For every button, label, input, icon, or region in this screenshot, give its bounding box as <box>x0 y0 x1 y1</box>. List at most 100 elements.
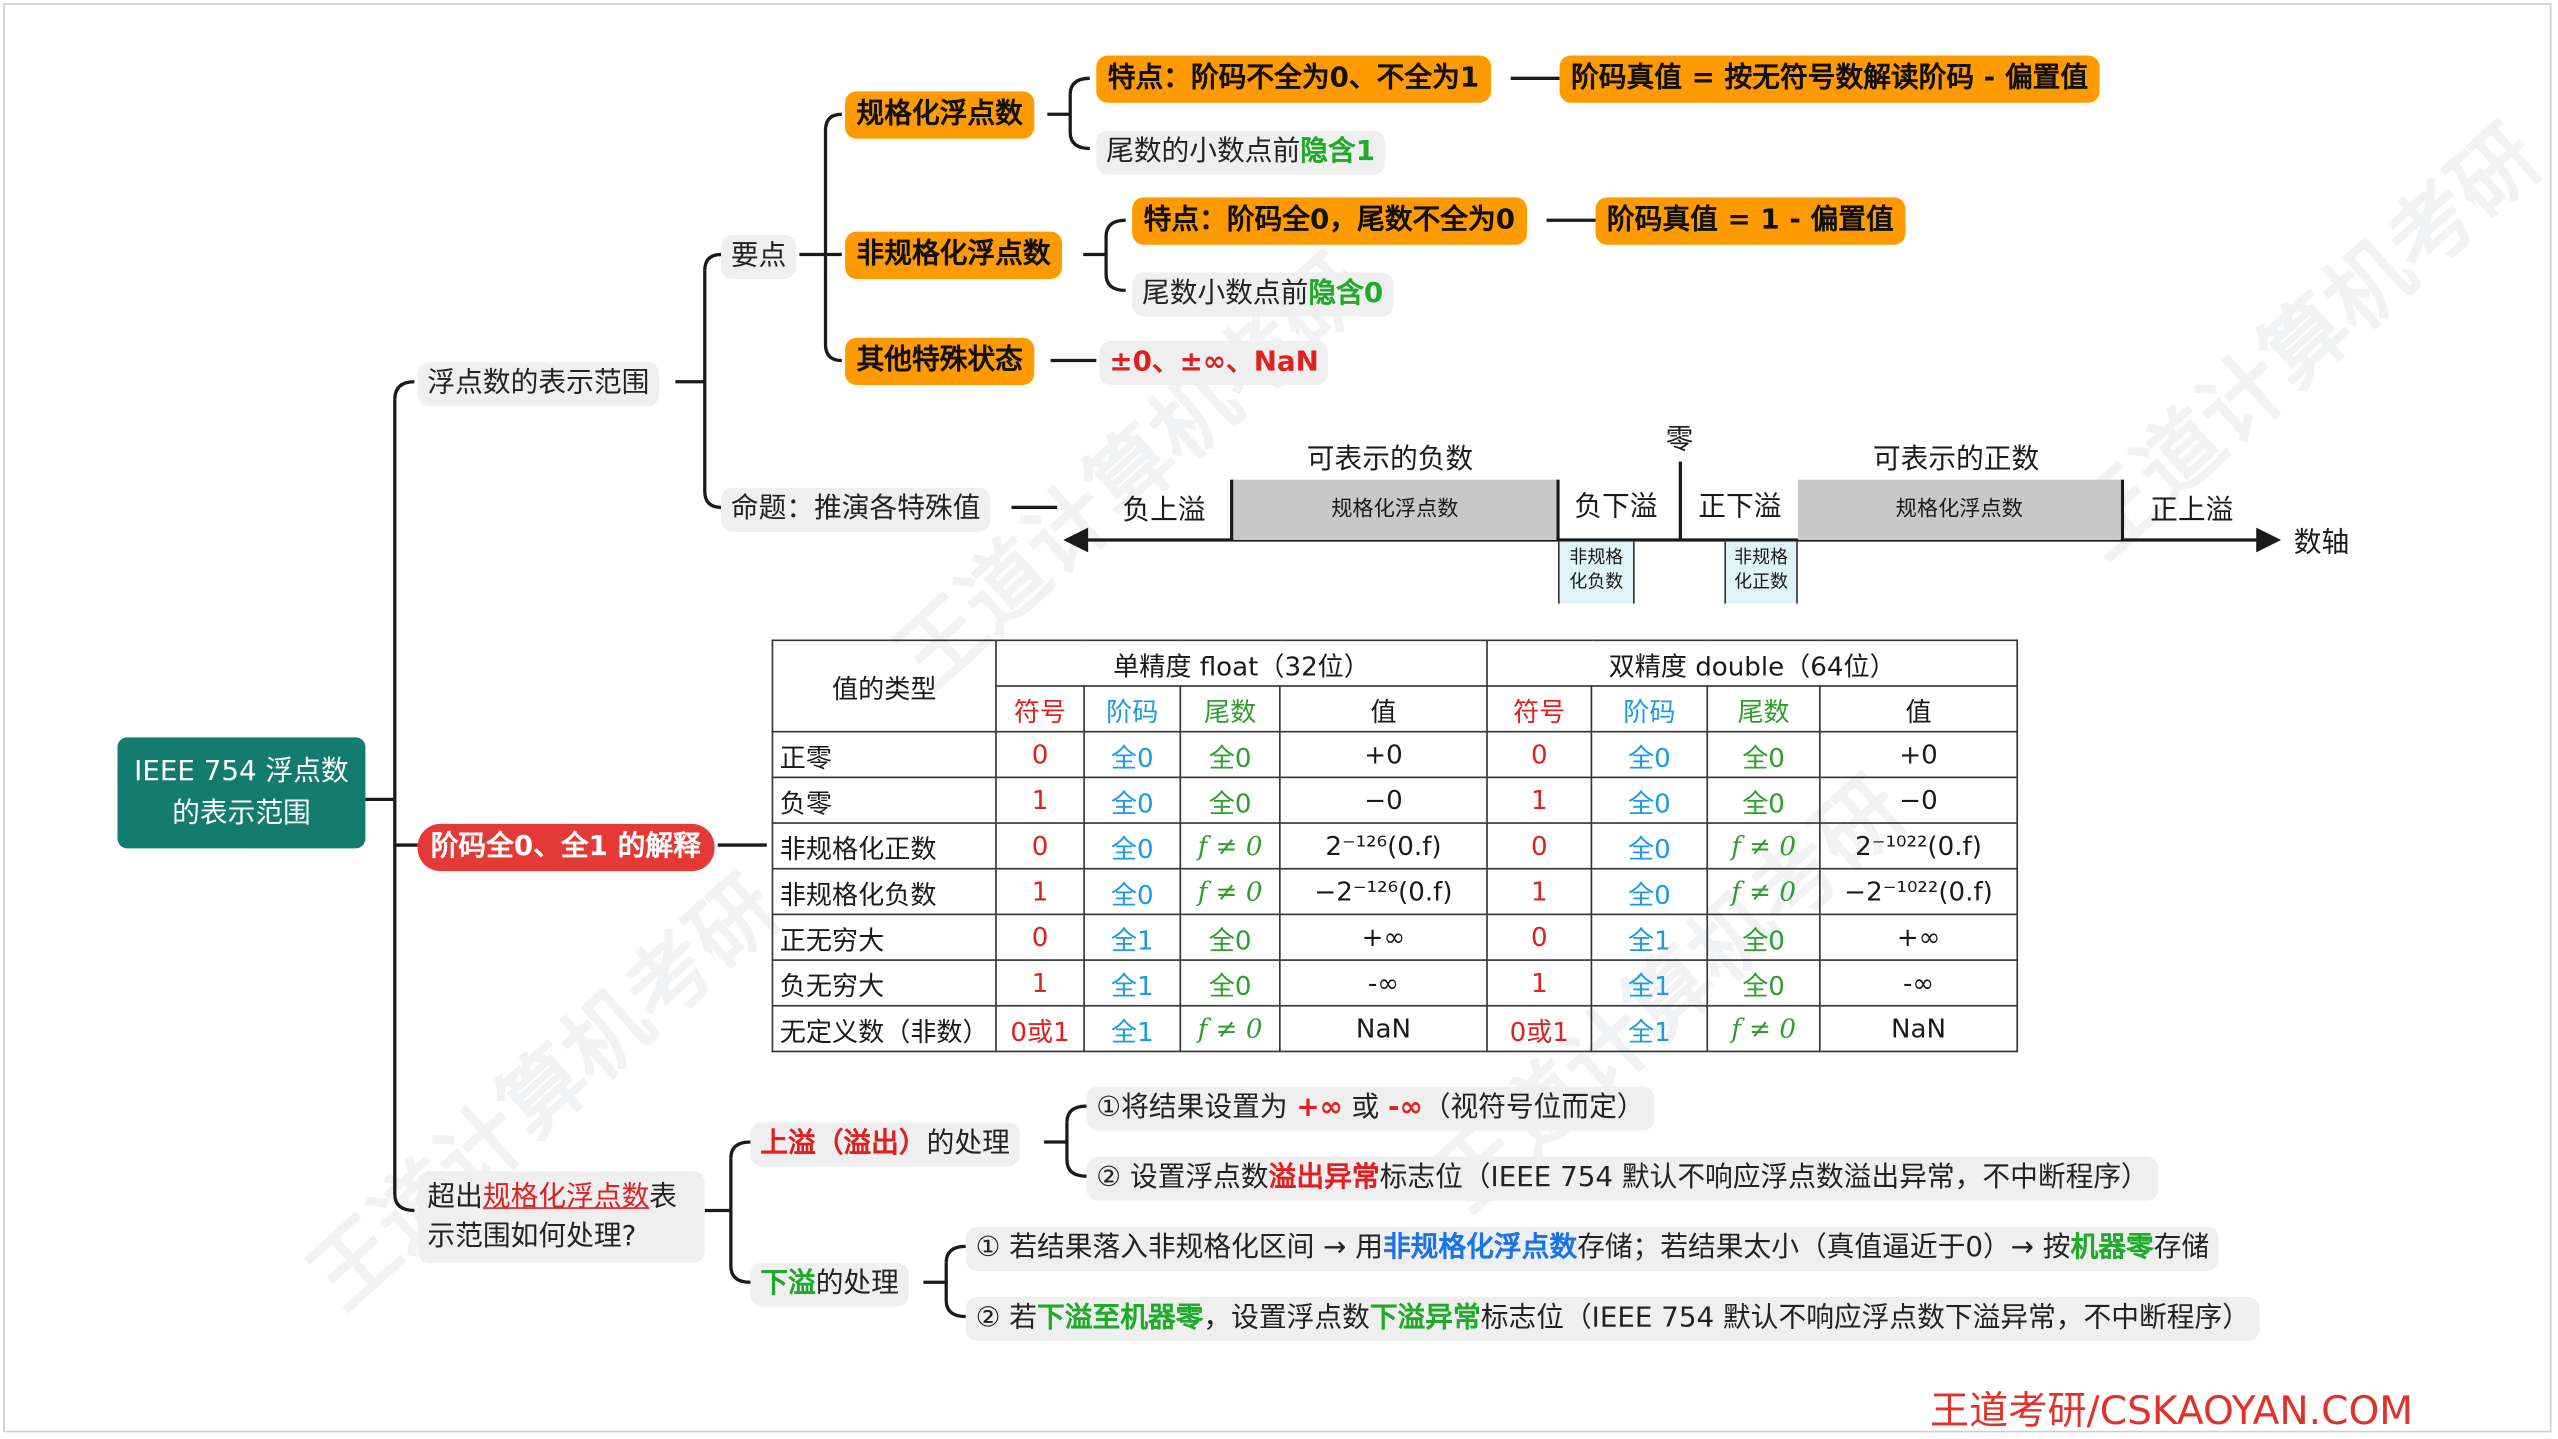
row-frac: 全0 <box>1179 730 1281 779</box>
row-double-value: 2⁻¹⁰²²(0.f) <box>1819 822 2019 870</box>
row-exp: 全0 <box>1590 822 1709 870</box>
upper-item2-highlight: 溢出异常 <box>1268 1161 1380 1195</box>
lower-item1-d: 机器零 <box>2070 1231 2154 1265</box>
axis-negative-representable-label: 可表示的负数 <box>1306 443 1474 477</box>
row-frac: 全0 <box>1706 959 1821 1007</box>
row-type: 正无穷大 <box>771 913 997 961</box>
root-line2: 的表示范围 <box>172 797 311 831</box>
proposition-node[interactable]: 命题：推演各特殊值 <box>721 487 991 532</box>
lower-item2-b: 下溢至机器零 <box>1037 1301 1204 1335</box>
row-type: 负无穷大 <box>771 959 997 1007</box>
axis-positive-normal-segment: 规格化浮点数 <box>1797 479 2121 540</box>
root-node[interactable]: IEEE 754 浮点数 的表示范围 <box>117 737 366 849</box>
header-type: 值的类型 <box>771 639 997 733</box>
normal-feature-node[interactable]: 特点：阶码不全为0、不全为1 <box>1096 55 1491 103</box>
row-exp: 全1 <box>1590 1004 1709 1053</box>
denormal-mantissa-text: 尾数小数点前 <box>1141 277 1309 310</box>
row-exp: 全1 <box>1590 913 1709 961</box>
normal-exp-value-node[interactable]: 阶码真值 = 按无符号数解读阶码 - 偏置值 <box>1559 55 2100 103</box>
row-double-value: -∞ <box>1819 959 2019 1007</box>
branch-range-node[interactable]: 浮点数的表示范围 <box>417 362 660 407</box>
upper-item2-node[interactable]: ② 设置浮点数溢出异常标志位（IEEE 754 默认不响应浮点数溢出异常，不中断… <box>1086 1156 2159 1201</box>
denormal-exp-value-node[interactable]: 阶码真值 = 1 - 偏置值 <box>1595 197 1906 245</box>
row-double-value: −2⁻¹⁰²²(0.f) <box>1819 867 2019 916</box>
row-float-value: −0 <box>1279 776 1488 824</box>
row-frac: 全0 <box>1179 913 1281 961</box>
lower-item1-b: 非规格化浮点数 <box>1382 1231 1578 1265</box>
row-float-value: 2⁻¹²⁶(0.f) <box>1279 822 1488 870</box>
row-float-value: NaN <box>1279 1004 1488 1053</box>
denormal-float-node[interactable]: 非规格化浮点数 <box>845 231 1063 279</box>
special-values-node[interactable]: ±0、±∞、NaN <box>1099 340 1329 386</box>
axis-negative-underflow-label: 负下溢 <box>1574 491 1658 524</box>
normal-mantissa-highlight: 隐含1 <box>1300 135 1376 169</box>
row-sign: 0 <box>995 913 1085 961</box>
keypoints-node[interactable]: 要点 <box>721 234 797 279</box>
lower-item1-a: ① 若结果落入非规格化区间 → 用 <box>975 1231 1383 1265</box>
upper-item1-pre: ①将结果设置为 <box>1096 1091 1297 1125</box>
row-frac: 全0 <box>1179 776 1281 824</box>
row-frac: f ≠ 0 <box>1179 1004 1281 1053</box>
lower-item1-node[interactable]: ① 若结果落入非规格化区间 → 用非规格化浮点数存储；若结果太小（真值逼近于0）… <box>965 1226 2219 1271</box>
special-state-node[interactable]: 其他特殊状态 <box>845 337 1035 386</box>
lower-item2-a: ② 若 <box>975 1301 1038 1335</box>
lower-item2-e: 标志位（IEEE 754 默认不响应浮点数下溢异常，不中断程序） <box>1480 1301 2250 1335</box>
row-sign: 1 <box>1486 867 1593 916</box>
row-exp: 全1 <box>1590 959 1709 1007</box>
overflow-label-line2: 示范围如何处理? <box>427 1220 637 1253</box>
row-sign: 0 <box>995 730 1085 779</box>
lower-underflow-highlight: 下溢 <box>760 1267 816 1301</box>
overflow-label-post: 表 <box>649 1181 678 1214</box>
row-frac: 全0 <box>1706 730 1821 779</box>
row-sign: 0或1 <box>995 1004 1085 1053</box>
axis-positive-representable-label: 可表示的正数 <box>1872 443 2040 477</box>
upper-overflow-highlight: 上溢（溢出） <box>760 1127 927 1160</box>
row-exp: 全0 <box>1590 867 1709 916</box>
row-exp: 全0 <box>1083 776 1182 824</box>
upper-item1-post: （视符号位而定） <box>1422 1091 1645 1125</box>
axis-negative-overflow-label: 负上溢 <box>1122 494 1206 527</box>
header-exp: 阶码 <box>1083 685 1182 733</box>
row-float-value: -∞ <box>1279 959 1488 1007</box>
row-frac: f ≠ 0 <box>1706 822 1821 870</box>
upper-item1-pos-inf: +∞ <box>1296 1091 1343 1125</box>
axis-negative-normal-segment: 规格化浮点数 <box>1233 479 1557 540</box>
row-frac: 全0 <box>1179 959 1281 1007</box>
row-sign: 1 <box>995 776 1085 824</box>
pos-denormal-line2: 化正数 <box>1734 570 1789 593</box>
normal-float-node[interactable]: 规格化浮点数 <box>845 91 1035 139</box>
row-double-value: −0 <box>1819 776 2019 824</box>
lower-item2-node[interactable]: ② 若下溢至机器零，设置浮点数下溢异常标志位（IEEE 754 默认不响应浮点数… <box>965 1296 2260 1342</box>
row-double-value: +∞ <box>1819 913 2019 961</box>
row-frac: 全0 <box>1706 913 1821 961</box>
footer-brand: 王道考研/CSKAOYAN.COM <box>1929 1388 2414 1435</box>
axis-negative-denormal-box: 非规格化负数 <box>1557 541 1635 604</box>
row-exp: 全0 <box>1083 730 1182 779</box>
normal-mantissa-node[interactable]: 尾数的小数点前隐含1 <box>1096 130 1385 175</box>
overflow-handling-node[interactable]: 超出规格化浮点数表示范围如何处理? <box>417 1171 705 1263</box>
header-double: 双精度 double（64位） <box>1486 639 2019 687</box>
axis-positive-underflow-label: 正下溢 <box>1698 491 1782 524</box>
normal-mantissa-text: 尾数的小数点前 <box>1106 135 1301 169</box>
exp-all-zero-one-node[interactable]: 阶码全0、全1 的解释 <box>417 823 714 872</box>
lower-item1-e: 存储 <box>2153 1231 2210 1265</box>
row-frac: f ≠ 0 <box>1706 867 1821 916</box>
denormal-feature-node[interactable]: 特点：阶码全0，尾数不全为0 <box>1132 197 1527 245</box>
denormal-mantissa-node[interactable]: 尾数小数点前隐含0 <box>1132 272 1393 317</box>
header-float: 单精度 float（32位） <box>995 639 1488 687</box>
row-sign: 0 <box>1486 730 1593 779</box>
row-type: 无定义数（非数） <box>771 1004 997 1053</box>
upper-item1-node[interactable]: ①将结果设置为 +∞ 或 -∞（视符号位而定） <box>1086 1086 1655 1131</box>
row-frac: 全0 <box>1706 776 1821 824</box>
row-type: 负零 <box>771 776 997 824</box>
page-frame <box>3 3 2552 1433</box>
upper-overflow-node[interactable]: 上溢（溢出）的处理 <box>750 1122 1020 1167</box>
lower-underflow-node[interactable]: 下溢的处理 <box>750 1262 909 1307</box>
header-sign: 符号 <box>995 685 1085 733</box>
root-line1: IEEE 754 浮点数 <box>134 755 349 788</box>
